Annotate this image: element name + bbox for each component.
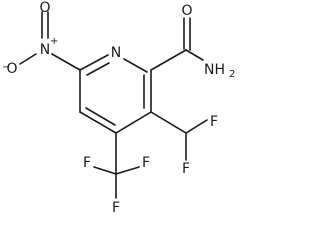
- atom-chf2-f-bottom: F: [182, 161, 190, 177]
- atom-cf3-f-bottom: F: [112, 200, 120, 216]
- bond-ccf3-f-right: [115, 166, 140, 175]
- atom-carbonyl-o: O: [181, 3, 192, 19]
- difluoromethyl-group: F F: [150, 111, 218, 177]
- molecule-structure: O NH 2 N N + O O − F F F F F: [2, 0, 235, 216]
- atom-amide-n-subscript: 2: [229, 69, 235, 80]
- atom-amide-n: NH: [204, 62, 225, 78]
- atom-nitro-o-double: O: [39, 0, 50, 16]
- trifluoromethyl-group: F F F: [83, 132, 150, 216]
- bond-c4-c5: [79, 111, 117, 134]
- atom-nitro-o-single: O: [6, 61, 17, 77]
- nitro-o-charge: −: [2, 62, 10, 73]
- atom-cf3-f-left: F: [83, 155, 91, 171]
- atom-nitro-n: N: [40, 42, 50, 58]
- bond-c3-c4: [115, 111, 152, 134]
- carboxamide-group: O NH 2: [150, 3, 235, 80]
- nitro-n-charge: +: [50, 36, 58, 47]
- bond-c6-n1: [79, 54, 109, 71]
- bond-c3-cchf2: [150, 111, 187, 134]
- bond-c4-c5-inner: [85, 107, 116, 126]
- bond-c6-nnitro: [51, 53, 81, 71]
- atom-cf3-f-right: F: [142, 155, 150, 171]
- bond-n1-c2: [123, 58, 148, 73]
- pyridine-ring: [79, 54, 152, 134]
- bond-c6-n1-inner: [86, 62, 110, 76]
- nitro-group: N + O O −: [2, 0, 81, 77]
- bond-nnitro-o-single: [19, 53, 37, 65]
- bond-camide-n: [185, 49, 204, 61]
- atom-chf2-f-right: F: [210, 114, 218, 130]
- bond-cchf2-f-right: [185, 119, 208, 134]
- atom-ring-n: N: [111, 45, 121, 61]
- bond-c2-camide: [150, 49, 187, 71]
- bond-ccf3-f-left: [93, 166, 117, 175]
